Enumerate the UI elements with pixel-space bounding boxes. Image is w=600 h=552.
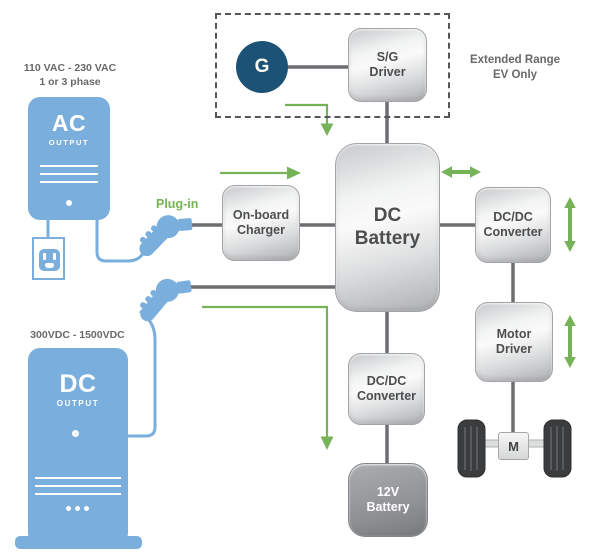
drivetrain xyxy=(457,419,572,478)
battery-12v-node: 12V Battery xyxy=(348,463,428,537)
ac-station-vent-line xyxy=(40,181,98,183)
dc-station-base xyxy=(15,536,142,549)
ac-rating-line1: 110 VAC - 230 VAC xyxy=(23,62,117,74)
wheel-left-icon xyxy=(457,419,486,478)
arrow-ac-charge-flow xyxy=(220,166,301,180)
dc-station-vent-line xyxy=(35,493,121,495)
ac-station-title: AC xyxy=(51,110,87,136)
sg-driver-node: S/G Driver xyxy=(348,28,427,102)
generator-node: G xyxy=(236,41,288,93)
motor-driver-node: Motor Driver xyxy=(475,302,553,382)
ev-plug-ac-icon xyxy=(139,215,193,257)
arrow-bidirectional-battery-dcdc xyxy=(441,166,481,178)
dc-station-dot xyxy=(84,506,89,511)
ac-rating-line2: 1 or 3 phase xyxy=(39,76,101,89)
ac-charging-cable xyxy=(95,217,146,263)
ac-station-indicator-dot xyxy=(66,200,72,206)
dc-rating-label: 300VDC - 1500VDC xyxy=(30,329,125,341)
ac-rating-label: 110 VAC - 230 VAC 1 or 3 phase xyxy=(15,61,125,89)
dc-station-vent-line xyxy=(35,477,121,479)
dc-battery-node: DC Battery xyxy=(335,143,440,312)
ac-station-vent-line xyxy=(40,173,98,175)
motor-node: M xyxy=(498,432,529,460)
arrow-bidirectional-motor-driver xyxy=(564,315,576,368)
plug-in-label: Plug-in xyxy=(156,197,199,211)
extended-range-label: Extended Range EV Only xyxy=(469,54,561,81)
power-flow-arrows xyxy=(202,103,576,450)
arrow-bidirectional-traction-dcdc xyxy=(564,197,576,252)
dc-station-indicator-ring xyxy=(72,430,79,437)
ac-station-subtitle: OUTPUT xyxy=(48,138,90,147)
arrow-dc-fast-charge-flow xyxy=(202,305,334,450)
dcdc-converter-traction-node: DC/DC Converter xyxy=(475,187,551,263)
dc-station-dot xyxy=(75,506,80,511)
outlet-ground-hole xyxy=(45,263,54,268)
extended-range-region xyxy=(215,13,450,118)
onboard-charger-node: On-board Charger xyxy=(222,185,300,261)
wall-outlet xyxy=(32,237,65,280)
ev-plug-dc-icon xyxy=(140,278,192,322)
dc-station-subtitle: OUTPUT xyxy=(56,399,100,408)
outlet-slot xyxy=(53,253,56,260)
dc-station-vent-line xyxy=(35,485,121,487)
dc-charge-station: DC OUTPUT xyxy=(28,348,128,538)
wheel-right-icon xyxy=(543,419,572,478)
ac-charge-station: AC OUTPUT xyxy=(28,97,110,220)
dcdc-converter-aux-node: DC/DC Converter xyxy=(348,353,425,425)
outlet-face-icon xyxy=(39,249,60,271)
dc-station-title: DC xyxy=(59,370,97,398)
outlet-slot xyxy=(43,253,46,260)
dc-station-dot xyxy=(66,506,71,511)
ac-station-vent-line xyxy=(40,165,98,167)
